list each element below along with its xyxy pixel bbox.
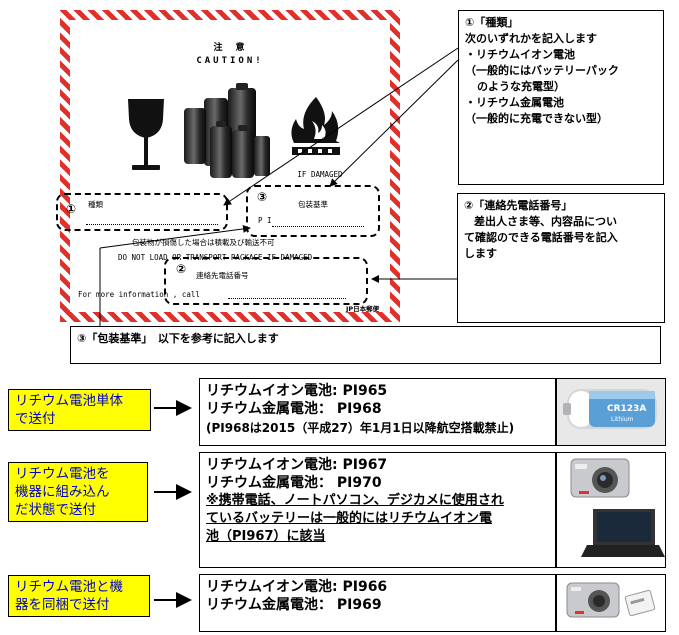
type-explanation-line: （一般的に充電できない型） [465, 112, 608, 125]
camera-battery-photo-frame [556, 574, 666, 632]
ion-pi-value: PI965 [342, 383, 388, 399]
type-explanation-line: （一般的にはバッテリーパック [465, 64, 619, 77]
pi-note-line: 池（PI967）に該当 [206, 529, 326, 544]
metal-label: リチウム金属電池： [206, 597, 332, 613]
camera-laptop-image [570, 458, 665, 557]
warning-text-jp: 包装物が損傷した場合は積載及び輸送不可 [132, 238, 275, 247]
metal-label: リチウム金属電池： [206, 401, 332, 417]
field-packing-label: 包装基準 [298, 200, 328, 209]
cr123a-battery-image: CR123A Lithium [557, 379, 665, 445]
field-phone-box [164, 257, 368, 305]
fragile-glass-icon [128, 99, 164, 170]
type-explanation-line: ・リチウム金属電池 [465, 96, 564, 109]
ion-label: リチウムイオン電池: [206, 579, 338, 595]
field-type-label: 種類 [88, 200, 103, 209]
battery-photo-frame: CR123A Lithium [556, 378, 666, 446]
ion-pi-value: PI966 [342, 579, 388, 595]
case-single-battery: リチウム電池単体 で送付 [8, 389, 151, 431]
case-line: 機器に組み込ん [15, 484, 110, 500]
if-damaged-text: IF DAMAGED [297, 170, 343, 179]
battery-model-text: CR123A [607, 404, 646, 414]
type-explanation-title: ①「種類」 [465, 16, 519, 29]
pi-note-line: ※携帯電話、ノートパソコン、デジカメに使用され [206, 493, 504, 508]
field-packing-number: ③ [257, 190, 268, 204]
type-explanation-box: ①「種類」 次のいずれかを記入します ・リチウムイオン電池 （一般的にはバッテリ… [458, 10, 664, 185]
packing-explanation-box: ③「包装基準」 以下を参考に記入します [70, 326, 661, 364]
case-line: 器を同梱で送付 [15, 597, 110, 613]
field-phone-number: ② [176, 262, 187, 276]
field-packing-box [246, 185, 380, 237]
metal-pi-value: PI968 [336, 401, 382, 417]
ion-label: リチウムイオン電池: [206, 457, 338, 473]
field-type-box [56, 193, 228, 231]
metal-pi-value: PI969 [336, 597, 382, 613]
case-line: リチウム電池単体 [15, 393, 123, 409]
case-packed-with: リチウム電池と機 器を同梱で送付 [8, 575, 150, 617]
pi-note-line: ているバッテリーは一般的にはリチウムイオン電 [206, 511, 493, 526]
type-explanation-line: 次のいずれかを記入します [465, 32, 597, 45]
case-line: で送付 [15, 411, 56, 427]
battery-type-text: Lithium [611, 416, 634, 423]
type-explanation-line: ・リチウムイオン電池 [465, 48, 575, 61]
pi-note: (PI968は2015（平成27）年1月1日以降航空搭載禁止) [206, 421, 515, 435]
field-type-line [86, 224, 218, 225]
case-line: だ状態で送付 [15, 502, 96, 518]
case-line: リチウム電池と機 [15, 579, 123, 595]
field-type-number: ① [66, 202, 77, 216]
pi-box-packed-with: リチウムイオン電池: PI966 リチウム金属電池： PI969 [199, 574, 556, 632]
phone-explanation-title: ②「連絡先電話番号」 [464, 199, 573, 212]
field-phone-line [228, 298, 346, 299]
field-phone-label: 連絡先電話番号 [196, 271, 249, 280]
phone-explanation-line: て確認のできる電話番号を記入 [464, 231, 618, 244]
pi-box-single: リチウムイオン電池: PI965 リチウム金属電池： PI968 (PI968は… [199, 378, 556, 446]
phone-explanation-line: します [464, 247, 497, 260]
ion-pi-value: PI967 [342, 457, 388, 473]
camera-and-battery-image [566, 582, 656, 618]
flame-icon [291, 97, 340, 155]
metal-pi-value: PI970 [336, 475, 382, 491]
publisher-mark: JP日本郵便 [346, 305, 380, 313]
metal-label: リチウム金属電池： [206, 475, 332, 491]
field-packing-value: P I [258, 216, 272, 225]
ion-label: リチウムイオン電池: [206, 383, 338, 399]
field-packing-line [272, 226, 364, 227]
type-explanation-line: のような充電型） [477, 80, 565, 93]
packing-explanation-text: ③「包装基準」 以下を参考に記入します [77, 332, 279, 345]
phone-explanation-line: 差出人さま等、内容品につい [474, 215, 617, 228]
phone-explanation-box: ②「連絡先電話番号」 差出人さま等、内容品につい て確認のできる電話番号を記入 … [457, 193, 665, 323]
case-line: リチウム電池を [15, 466, 110, 482]
case-built-in: リチウム電池を 機器に組み込ん だ状態で送付 [8, 462, 148, 522]
pi-box-built-in: リチウムイオン電池: PI967 リチウム金属電池： PI970 ※携帯電話、ノ… [199, 452, 556, 568]
battery-cells-icon [184, 83, 270, 178]
caution-title-en: CAUTION! [196, 56, 264, 66]
more-info-text: For more information , call [78, 290, 200, 299]
devices-photo-frame [556, 452, 666, 568]
caution-title-jp: 注 意 [213, 43, 247, 53]
